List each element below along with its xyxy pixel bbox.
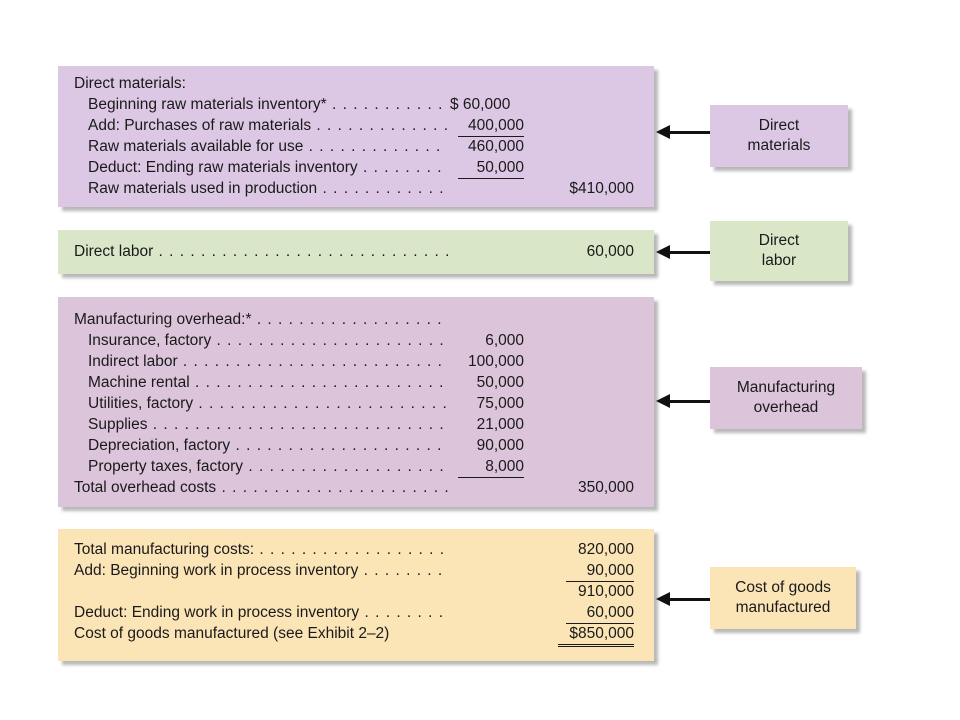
dm-row-label: Beginning raw materials inventory* xyxy=(88,95,448,115)
overhead-row-amount: 8,000 xyxy=(458,457,524,478)
cogm-subtotal: 910,000 xyxy=(577,583,634,600)
direct-labor-label: Direct labor xyxy=(74,242,448,262)
overhead-row-label: Depreciation, factory xyxy=(88,436,448,456)
cogm-row-total: 60,000 xyxy=(566,603,634,624)
cogm-row-label: Add: Beginning work in process inventory xyxy=(74,561,448,581)
dm-row-amount: $ 60,000 xyxy=(450,96,511,113)
overhead-row-amount: 75,000 xyxy=(476,395,524,412)
direct-labor-tag: Direct labor xyxy=(710,221,848,281)
overhead-heading: Manufacturing overhead:* xyxy=(74,310,448,330)
direct-labor-arrow xyxy=(656,245,710,259)
direct-labor-total: 60,000 xyxy=(586,243,634,260)
direct-materials-panel: Direct materials: Beginning raw material… xyxy=(58,66,654,207)
cogm-final-label: Cost of goods manufactured (see Exhibit … xyxy=(74,625,390,642)
direct-materials-arrow xyxy=(656,125,710,139)
cogm-row-total: 90,000 xyxy=(566,561,634,582)
dm-row-amount: 460,000 xyxy=(467,138,524,155)
overhead-row-label: Machine rental xyxy=(88,373,448,393)
dm-row-label: Add: Purchases of raw materials xyxy=(88,116,448,136)
cogm-row-total: 820,000 xyxy=(577,541,634,558)
direct-labor-panel: Direct labor 60,000 xyxy=(58,230,654,274)
manufacturing-overhead-panel: Manufacturing overhead:* Insurance, fact… xyxy=(58,297,654,507)
dm-row-amount: 50,000 xyxy=(458,158,524,179)
cogm-final-total: $850,000 xyxy=(558,624,634,647)
cost-of-goods-arrow xyxy=(656,592,710,606)
dm-row-label: Deduct: Ending raw materials inventory xyxy=(88,158,448,178)
cost-of-goods-panel: Total manufacturing costs: 820,000 Add: … xyxy=(58,529,654,661)
cost-of-goods-tag: Cost of goods manufactured xyxy=(710,567,856,629)
manufacturing-overhead-arrow xyxy=(656,394,710,408)
overhead-row-amount: 90,000 xyxy=(476,437,524,454)
cogm-row-label: Total manufacturing costs: xyxy=(74,540,448,560)
overhead-total-label: Total overhead costs xyxy=(74,478,448,498)
cogm-row-label: Deduct: Ending work in process inventory xyxy=(74,603,448,623)
dm-total-amount: $410,000 xyxy=(569,180,634,197)
dm-row-label: Raw materials available for use xyxy=(88,137,448,157)
overhead-row-label: Property taxes, factory xyxy=(88,457,448,477)
overhead-row-amount: 6,000 xyxy=(485,332,524,349)
dm-row-label: Raw materials used in production xyxy=(88,179,448,199)
direct-materials-tag: Direct materials xyxy=(710,105,848,167)
overhead-total-amount: 350,000 xyxy=(577,479,634,496)
overhead-row-label: Insurance, factory xyxy=(88,331,448,351)
overhead-row-amount: 21,000 xyxy=(476,416,524,433)
overhead-row-label: Utilities, factory xyxy=(88,394,448,414)
manufacturing-overhead-tag: Manufacturing overhead xyxy=(710,367,862,429)
overhead-row-amount: 50,000 xyxy=(476,374,524,391)
overhead-row-label: Supplies xyxy=(88,415,448,435)
direct-materials-heading: Direct materials: xyxy=(74,75,186,92)
overhead-row-label: Indirect labor xyxy=(88,352,448,372)
dm-row-amount: 400,000 xyxy=(458,116,524,137)
overhead-row-amount: 100,000 xyxy=(467,353,524,370)
